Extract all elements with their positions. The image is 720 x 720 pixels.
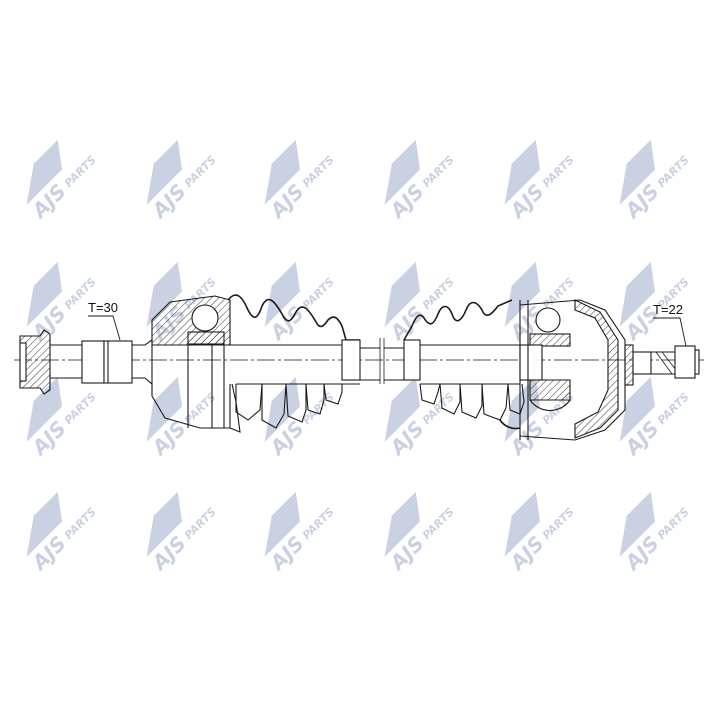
left-stub-shaft xyxy=(19,329,153,395)
right-stub-shaft xyxy=(632,345,700,379)
label-right-spline: T=22 xyxy=(653,302,683,317)
right-boot xyxy=(403,299,525,430)
right-cv-housing xyxy=(519,299,634,441)
label-left-spline: T=30 xyxy=(88,300,118,315)
left-cv-housing xyxy=(151,295,241,433)
leader-right xyxy=(653,317,687,347)
intermediate-shaft xyxy=(360,338,404,384)
leader-left xyxy=(88,315,121,341)
left-boot xyxy=(227,294,361,429)
